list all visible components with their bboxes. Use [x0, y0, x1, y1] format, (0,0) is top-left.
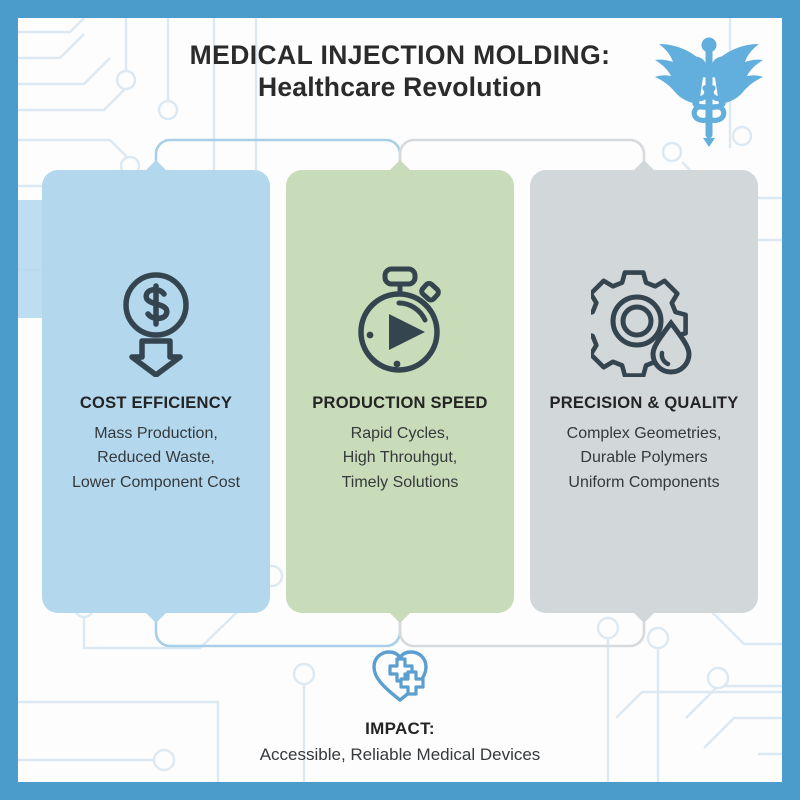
page-title-line-2: Healthcare Revolution [258, 72, 542, 103]
card-notch-bottom [633, 612, 655, 623]
page-title-line-1: MEDICAL INJECTION MOLDING: [189, 40, 611, 70]
card-body-line: Rapid Cycles, [350, 425, 450, 442]
dollar-circle-down-arrow-icon [42, 262, 270, 380]
card-cost-efficiency[interactable]: COST EFFICIENCY Mass Production, Reduced… [42, 160, 270, 623]
gear-droplet-icon [530, 262, 758, 380]
card-heading: PRODUCTION SPEED [312, 394, 488, 412]
card-notch-bottom [145, 612, 167, 623]
card-body-line: Uniform Components [568, 473, 720, 491]
card-body-line: Mass Production, [94, 425, 218, 442]
card-body-line: Complex Geometries, [566, 425, 722, 442]
card-notch-top [389, 160, 411, 171]
card-notch-top [145, 160, 167, 171]
card-precision-quality[interactable]: PRECISION & QUALITY Complex Geometries, … [530, 160, 758, 623]
card-body: Complex Geometries, Durable Polymers Uni… [530, 422, 758, 495]
infographic-canvas: MEDICAL INJECTION MOLDING: Healthcare Re… [18, 18, 782, 782]
cards-container: COST EFFICIENCY Mass Production, Reduced… [18, 18, 782, 782]
card-body-line: Lower Component Cost [71, 473, 241, 491]
header: MEDICAL INJECTION MOLDING: Healthcare Re… [18, 40, 782, 105]
card-body-line: High Throuhgut, [342, 449, 458, 467]
card-body-line: Durable Polymers [580, 449, 708, 467]
card-body-line: Timely Solutions [341, 473, 459, 491]
caduceus-icon [655, 37, 763, 147]
impact-subtitle: Accessible, Reliable Medical Devices [259, 744, 541, 764]
card-body: Rapid Cycles, High Throuhgut, Timely Sol… [286, 422, 514, 495]
card-production-speed[interactable]: PRODUCTION SPEED Rapid Cycles, High Thro… [286, 160, 514, 623]
card-heading: COST EFFICIENCY [79, 394, 233, 412]
card-notch-top [633, 160, 655, 171]
footer: IMPACT: Accessible, Reliable Medical Dev… [18, 716, 782, 767]
heart-medical-cross-icon [372, 650, 428, 703]
card-notch-bottom [389, 612, 411, 623]
stopwatch-play-icon [286, 262, 514, 380]
impact-title: IMPACT: [365, 719, 435, 738]
card-body: Mass Production, Reduced Waste, Lower Co… [42, 422, 270, 495]
card-body-line: Reduced Waste, [97, 449, 215, 467]
card-heading: PRECISION & QUALITY [549, 394, 739, 412]
